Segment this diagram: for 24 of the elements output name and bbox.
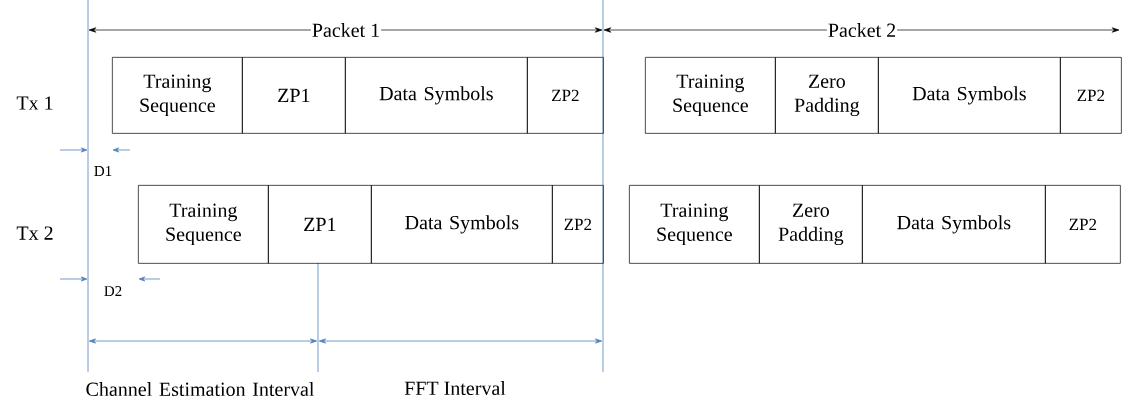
packet-field: Zero Padding [759, 185, 863, 264]
packet-field: Data Symbols [345, 57, 528, 134]
packet-field: Training Sequence [112, 57, 243, 134]
dimension-label: Packet 1 [310, 21, 382, 39]
packet-field: ZP2 [527, 57, 604, 134]
packet-field: Data Symbols [371, 185, 553, 264]
row-label: Tx 2 [15, 225, 55, 241]
packet-field: Training Sequence [629, 185, 760, 264]
dimension-label: FFT Interval [403, 379, 507, 397]
dimension-label: Channel Estimation Interval [84, 380, 316, 398]
dimension-label: D2 [102, 285, 124, 297]
packet-field: ZP2 [1045, 185, 1121, 264]
packet-field: ZP1 [242, 57, 346, 134]
packet-field: Zero Padding [775, 57, 879, 134]
packet-field: Training Sequence [645, 57, 776, 134]
row-label: Tx 1 [15, 95, 55, 111]
packet-field: ZP1 [268, 185, 372, 264]
dimension-label: D1 [92, 165, 114, 177]
packet-field: Data Symbols [878, 57, 1061, 134]
packet-field: ZP2 [552, 185, 604, 264]
packet-field: ZP2 [1060, 57, 1122, 134]
dimension-label: Packet 2 [826, 21, 898, 39]
packet-field: Training Sequence [138, 185, 269, 264]
packet-field: Data Symbols [862, 185, 1046, 264]
